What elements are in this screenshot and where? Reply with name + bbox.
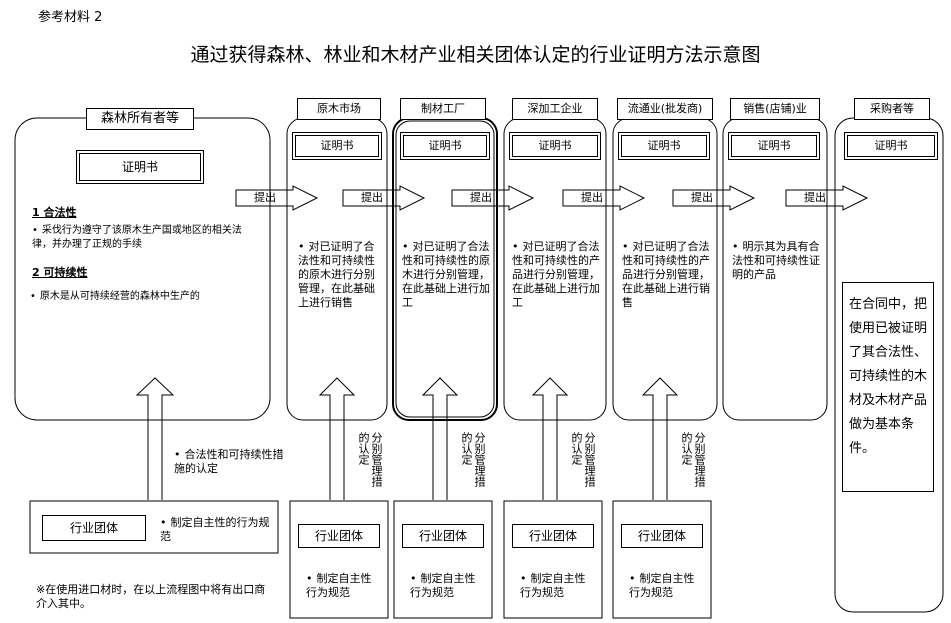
submit-arrow-1: [235, 185, 319, 211]
submit-label-5: 提出: [691, 191, 713, 204]
stage-text-2: 对已证明了合法性和可持续性的原木进行分别管理，在此基础上进行加工: [402, 240, 492, 310]
owner-cert-label: 证明书: [79, 153, 201, 181]
buyer-cert-label: 证明书: [847, 135, 935, 157]
stage-group-frame-4: [612, 500, 712, 619]
submit-label-2: 提出: [361, 191, 383, 204]
legality-heading: 1 合法性: [32, 206, 77, 219]
stage-cert-3: 证明书: [509, 132, 601, 160]
stage-vnote-1a: 的认定: [357, 432, 370, 465]
stage-header-3: 深加工企业: [512, 98, 598, 120]
submit-label-3: 提出: [470, 191, 492, 204]
stage-header-4: 流通业(批发商): [617, 98, 713, 120]
stage-cert-label-1: 证明书: [295, 135, 379, 157]
stage-vnote-2b: 分别管理措: [473, 432, 486, 487]
stage-cert-label-2: 证明书: [403, 135, 487, 157]
footnote: ※在使用进口材时，在以上流程图中将有出口商介入其中。: [36, 583, 266, 610]
stage-text-4: 对已证明了合法性和可持续性的产品进行分别管理，在此基础上进行销售: [622, 240, 712, 310]
stage-vnote-4b: 分别管理措: [693, 432, 706, 487]
stage-up-arrow-1: [318, 377, 356, 500]
stage-cert-5: 证明书: [728, 132, 820, 160]
buyer-cert: 证明书: [844, 132, 938, 160]
stage-header-2: 制材工厂: [400, 98, 486, 120]
stage-up-arrow-3: [531, 377, 569, 500]
stage-text-3: 对已证明了合法性和可持续性的产品进行分别管理，在此基础上进行加工: [512, 240, 602, 310]
buyer-text: 在合同中，把使用已被证明了其合法性、可持续性的木材及木材产品做为基本条件。: [842, 282, 934, 492]
stage-text-1: 对已证明了合法性和可持续性的原木进行分别管理，在此基础上进行销售: [298, 240, 384, 310]
stage-up-arrow-4: [641, 377, 679, 500]
sustain-heading: 2 可持续性: [32, 266, 88, 279]
legality-text: 采伐行为遵守了该原木生产国或地区的相关法律，并办理了正规的手续: [32, 224, 258, 252]
owner-up-arrow: [135, 377, 175, 500]
stage-vnote-2a: 的认定: [460, 432, 473, 465]
owner-group-rule: 制定自主性的行为规范: [160, 516, 272, 544]
stage-group-label-4: 行业团体: [621, 524, 703, 548]
stage-header-1: 原木市场: [297, 98, 381, 120]
owner-cert-note: 合法性和可持续性措施的认定: [174, 448, 284, 476]
submit-arrow-5: [672, 185, 756, 211]
stage-cert-1: 证明书: [292, 132, 382, 160]
stage-header-5: 销售(店铺)业: [730, 98, 820, 120]
owner-group-frame: [29, 500, 279, 554]
stage-up-arrow-2: [421, 377, 459, 500]
stage-group-frame-1: [289, 500, 389, 619]
stage-group-rule-2: 制定自主性行为规范: [410, 572, 486, 600]
submit-arrow-4: [562, 185, 646, 211]
stage-cert-label-3: 证明书: [512, 135, 598, 157]
page-title: 通过获得森林、林业和木材产业相关团体认定的行业证明方法示意图: [190, 44, 761, 66]
stage-group-frame-2: [393, 500, 493, 619]
stage-group-label-3: 行业团体: [512, 524, 594, 548]
owner-group-label: 行业团体: [42, 515, 146, 541]
owner-cert: 证明书: [76, 150, 204, 184]
submit-arrow-2: [342, 185, 426, 211]
stage-vnote-4a: 的认定: [680, 432, 693, 465]
reference-label: 参考材料 2: [38, 10, 103, 25]
stage-cert-label-4: 证明书: [621, 135, 707, 157]
stage-group-rule-4: 制定自主性行为规范: [629, 572, 705, 600]
submit-label-6: 提出: [804, 191, 826, 204]
stage-group-rule-1: 制定自主性行为规范: [306, 572, 382, 600]
stage-group-frame-3: [503, 500, 603, 619]
stage-vnote-3a: 的认定: [570, 432, 583, 465]
stage-vnote-3b: 分别管理措: [583, 432, 596, 487]
stage-vnote-1b: 分别管理措: [370, 432, 383, 487]
submit-arrow-3: [451, 185, 535, 211]
sustain-text: 原木是从可持续经营的森林中生产的: [30, 290, 258, 304]
stage-group-label-2: 行业团体: [402, 524, 484, 548]
stage-frame-2-inner: [395, 120, 495, 418]
stage-cert-2: 证明书: [400, 132, 490, 160]
buyer-header: 采购者等: [854, 98, 930, 120]
stage-cert-label-5: 证明书: [731, 135, 817, 157]
submit-label-4: 提出: [581, 191, 603, 204]
stage-text-5: 明示其为具有合法性和可持续性证明的产品: [732, 240, 822, 282]
owner-header: 森林所有者等: [86, 108, 194, 130]
submit-arrow-6: [785, 185, 869, 211]
stage-group-label-1: 行业团体: [298, 524, 380, 548]
submit-label-1: 提出: [254, 191, 276, 204]
stage-cert-4: 证明书: [618, 132, 710, 160]
stage-group-rule-3: 制定自主性行为规范: [520, 572, 596, 600]
